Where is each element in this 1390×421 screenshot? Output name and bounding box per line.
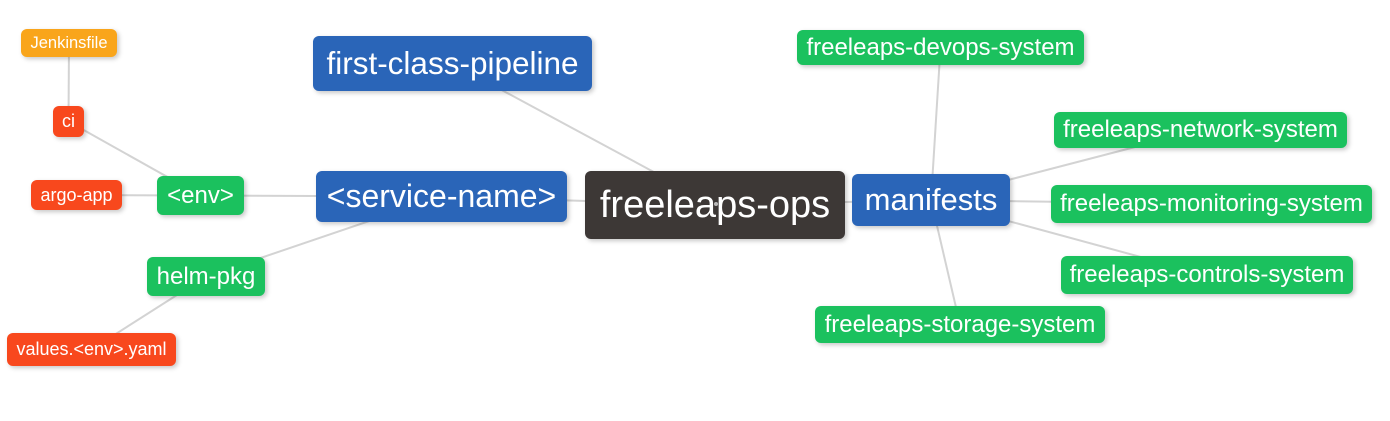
node-first-class-pipeline[interactable]: first-class-pipeline — [313, 36, 592, 91]
node-env[interactable]: <env> — [157, 176, 244, 215]
node-service-name[interactable]: <service-name> — [316, 171, 567, 222]
node-freeleaps-devops-system[interactable]: freeleaps-devops-system — [797, 30, 1084, 65]
node-freeleaps-controls-system[interactable]: freeleaps-controls-system — [1061, 256, 1353, 294]
node-helm-pkg[interactable]: helm-pkg — [147, 257, 265, 296]
node-values-env-yaml[interactable]: values.<env>.yaml — [7, 333, 176, 366]
node-manifests[interactable]: manifests — [852, 174, 1010, 226]
node-freeleaps-network-system[interactable]: freeleaps-network-system — [1054, 112, 1347, 148]
node-freeleaps-storage-system[interactable]: freeleaps-storage-system — [815, 306, 1105, 343]
node-argo-app[interactable]: argo-app — [31, 180, 122, 210]
node-jenkinsfile[interactable]: Jenkinsfile — [21, 29, 117, 57]
cursor-dot — [714, 202, 718, 206]
node-ci[interactable]: ci — [53, 106, 84, 137]
node-freeleaps-monitoring-system[interactable]: freeleaps-monitoring-system — [1051, 185, 1372, 223]
